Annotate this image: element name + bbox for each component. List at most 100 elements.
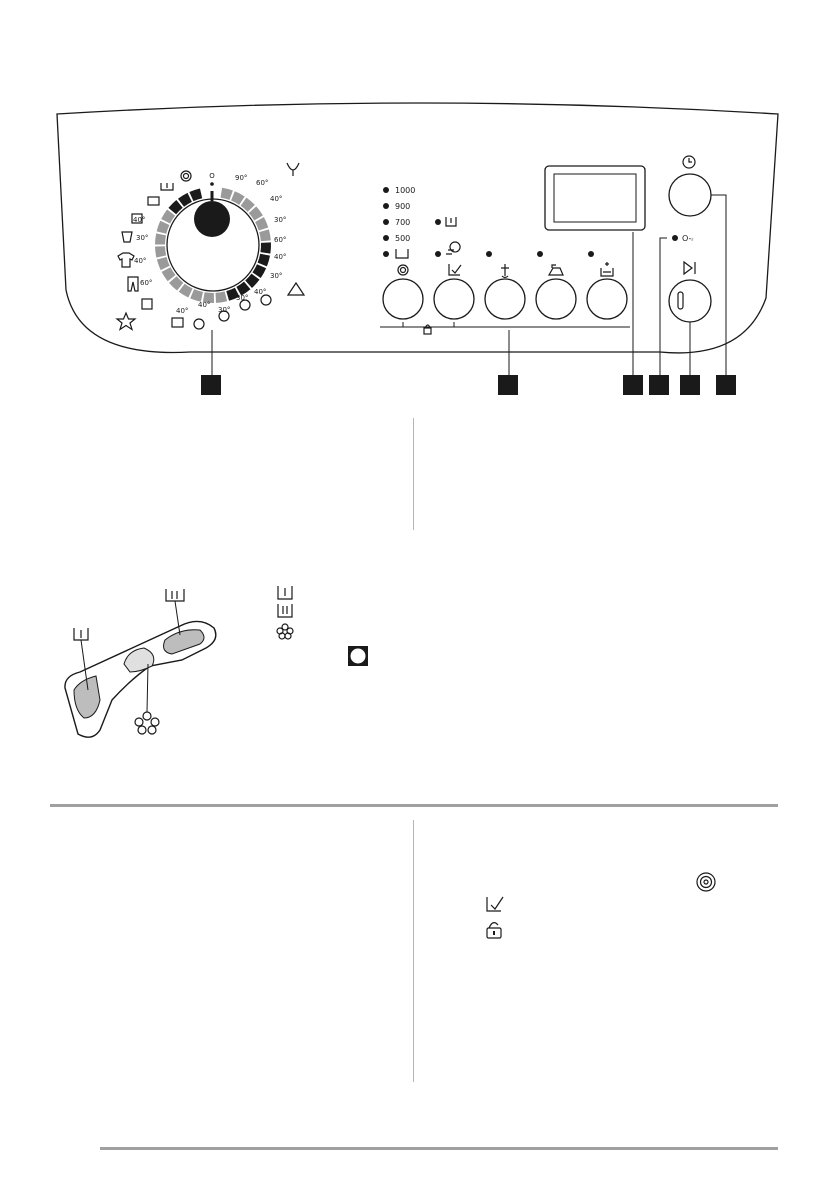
speed-label: 700 xyxy=(395,218,410,227)
dial-segment xyxy=(177,192,192,207)
dial-segment xyxy=(155,246,167,258)
dial-segments xyxy=(155,187,271,304)
dial-segment xyxy=(169,276,184,291)
callout-box xyxy=(201,375,221,395)
wool-icon xyxy=(141,298,153,310)
dial-segment xyxy=(236,281,251,296)
delicates-icon xyxy=(260,294,272,306)
callout-leaders xyxy=(211,194,727,375)
start-pause-button[interactable] xyxy=(668,279,712,323)
dial-segment xyxy=(190,289,203,302)
unlock-icon xyxy=(486,927,502,939)
dial-tick: 60° xyxy=(274,236,286,244)
dial-knob[interactable] xyxy=(194,201,230,237)
dial-segment xyxy=(257,253,271,267)
function-icons xyxy=(486,872,716,939)
dial-tick: 30° xyxy=(236,294,248,302)
child-lock-bracket xyxy=(380,322,630,335)
speed-led xyxy=(383,235,389,241)
softener-icon xyxy=(134,711,160,735)
dial-ticks-right: 90° 60° 40° 30° 60° 40° 30° 40° 30° xyxy=(235,174,286,302)
led xyxy=(588,251,594,257)
spin-icon xyxy=(180,170,192,182)
dial-tick: 30° xyxy=(274,216,286,224)
dial-program-icons xyxy=(115,162,306,331)
prewash-icon xyxy=(147,196,160,206)
dial-segment xyxy=(220,187,233,200)
hand-wash-icon xyxy=(171,317,184,328)
easy-iron-icon xyxy=(547,264,564,276)
start-pause xyxy=(668,260,712,323)
dial-tick: 40° xyxy=(270,195,282,203)
no-spin-icon xyxy=(445,217,457,227)
time-saving-button[interactable] xyxy=(433,278,475,320)
softener-compartment xyxy=(123,647,155,673)
compartment-two xyxy=(163,629,205,655)
dial-tick: 60° xyxy=(256,179,268,187)
section-divider xyxy=(50,804,778,807)
option-buttons xyxy=(382,262,628,320)
favourite-star-icon xyxy=(115,311,137,331)
delay-start-icon xyxy=(682,155,696,169)
sport-icon xyxy=(218,310,230,322)
easy-iron-button[interactable] xyxy=(535,278,577,320)
dial-segment xyxy=(202,292,215,304)
shirt-icon xyxy=(117,252,135,268)
speed-led xyxy=(383,203,389,209)
dial-segment xyxy=(155,233,166,245)
callout-box xyxy=(498,375,518,395)
dial-segment xyxy=(260,242,271,254)
cotton-eco-icon xyxy=(131,213,143,224)
no-spin-led xyxy=(435,219,441,225)
dial-segment xyxy=(178,283,193,298)
time-saving-check-icon xyxy=(486,896,504,912)
display xyxy=(544,165,646,231)
dial-segment xyxy=(259,229,271,242)
legend-softener-icon xyxy=(276,623,294,640)
eco-icon xyxy=(286,162,300,176)
detergent-dispenser xyxy=(64,589,217,738)
dial-ticks-left: 30° 40° 40° 60° 40° 30° 40° xyxy=(133,216,230,315)
speed-indicators: 1000 900 700 500 xyxy=(383,186,457,259)
dial-segment xyxy=(215,291,228,303)
panel-outline xyxy=(56,102,779,354)
dial-tick: 40° xyxy=(198,301,210,309)
jeans-icon xyxy=(127,276,139,292)
stain-button[interactable] xyxy=(484,278,526,320)
dial-segment xyxy=(189,188,203,202)
speed-label: 1000 xyxy=(395,186,415,195)
dial-segment xyxy=(255,217,269,231)
rinse-hold-led xyxy=(383,251,389,257)
dial-segment xyxy=(156,257,170,271)
extra-rinse-button[interactable] xyxy=(586,278,628,320)
dial-off-label: O xyxy=(209,172,215,180)
synthetics-icon xyxy=(121,231,133,243)
dial-tick: 90° xyxy=(235,174,247,182)
callout-box xyxy=(623,375,643,395)
legend-compartment-one-icon xyxy=(277,586,293,600)
dial-tick: 60° xyxy=(140,279,152,287)
callout-box xyxy=(680,375,700,395)
legend-compartment-two-icon xyxy=(277,604,293,618)
spiral-spin-icon xyxy=(696,872,716,892)
start-pause-icon xyxy=(683,260,696,276)
dial-tick: 40° xyxy=(134,257,146,265)
mixed-icon xyxy=(239,299,251,311)
spin-button[interactable] xyxy=(382,278,424,320)
delay-start-button[interactable] xyxy=(668,173,712,217)
dial-segment xyxy=(231,191,245,205)
door-lock-label: O-ᵣ xyxy=(682,234,694,243)
dial-segment xyxy=(248,206,263,221)
display-screen xyxy=(553,173,637,223)
dial-segment xyxy=(161,209,176,224)
dial-tick: 30° xyxy=(270,272,282,280)
drain-icon xyxy=(160,183,174,191)
dial-segment xyxy=(245,273,260,288)
rinse-hold-icon xyxy=(395,249,409,259)
column-divider-top xyxy=(413,418,414,530)
extra-rinse-icon xyxy=(600,262,614,277)
spin-icon xyxy=(397,264,409,276)
dial-indicator-dot xyxy=(210,182,214,186)
program-dial[interactable]: O xyxy=(155,172,271,304)
